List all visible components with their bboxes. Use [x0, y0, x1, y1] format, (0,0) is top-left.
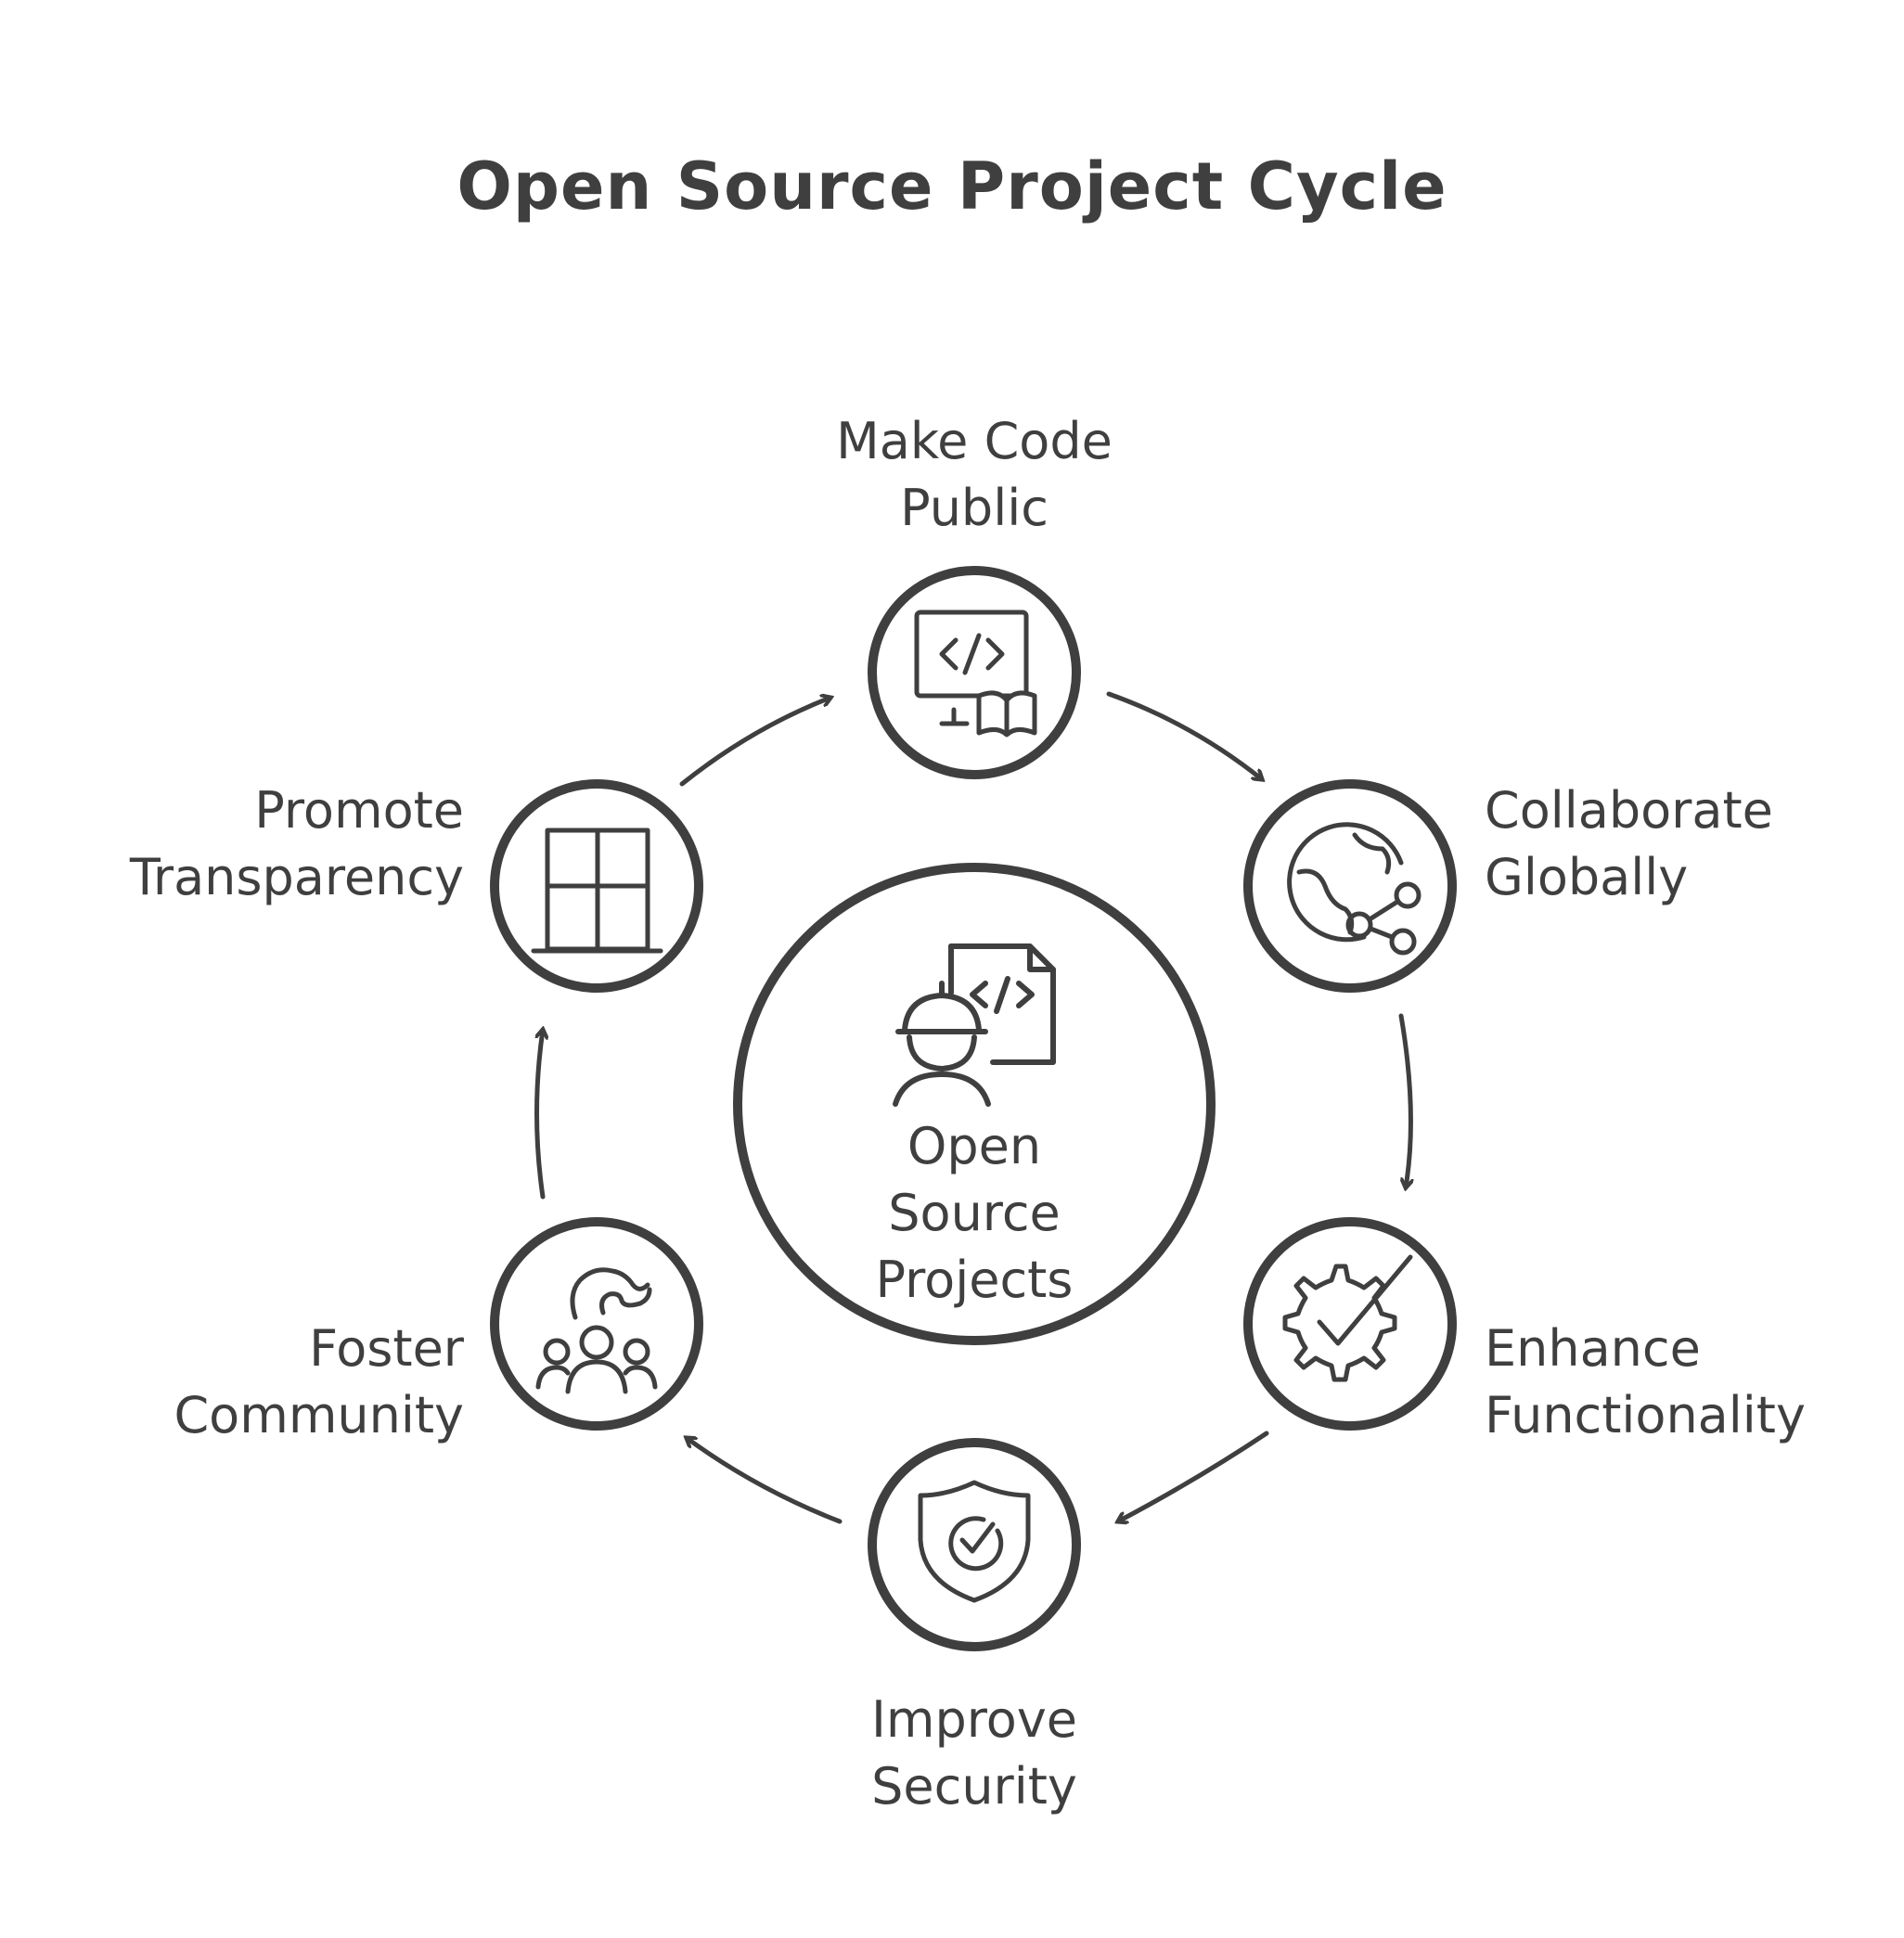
step-label-improve-security: Improve Security [870, 1690, 1078, 1816]
shield-check-icon [918, 1480, 1031, 1603]
arrow-foster-community-to-promote-transparency [534, 1030, 544, 1200]
step-circle-enhance-functionality [1243, 1217, 1457, 1431]
arrow-make-code-public-to-collaborate-globally [1106, 691, 1262, 779]
arrow-improve-security-to-foster-community [687, 1438, 843, 1524]
step-label-promote-transparency: Promote Transparency [129, 781, 464, 906]
arrow-collaborate-globally-to-enhance-functionality [1398, 1013, 1410, 1187]
step-label-collaborate-globally: Collaborate Globally [1485, 781, 1773, 906]
step-circle-promote-transparency [490, 779, 703, 993]
arrow-enhance-functionality-to-improve-security [1118, 1431, 1269, 1521]
developer-code-icon [893, 943, 1056, 1107]
step-circle-collaborate-globally [1243, 779, 1457, 993]
step-circle-improve-security [868, 1438, 1081, 1651]
step-label-make-code-public: Make Code Public [836, 412, 1113, 537]
step-label-foster-community: Foster Community [174, 1319, 464, 1444]
step-circle-make-code-public [868, 566, 1081, 779]
community-hand-icon [535, 1267, 658, 1394]
window-icon [531, 828, 663, 954]
gear-check-icon [1282, 1254, 1413, 1382]
globe-share-icon [1287, 822, 1422, 956]
center-circle [733, 863, 1216, 1345]
code-book-icon [914, 610, 1037, 738]
step-label-enhance-functionality: Enhance Functionality [1485, 1319, 1806, 1444]
step-circle-foster-community [490, 1217, 703, 1431]
center-label: Open Source Projects [875, 1117, 1074, 1309]
arrow-promote-transparency-to-make-code-public [679, 698, 830, 787]
diagram-title: Open Source Project Cycle [457, 148, 1447, 225]
